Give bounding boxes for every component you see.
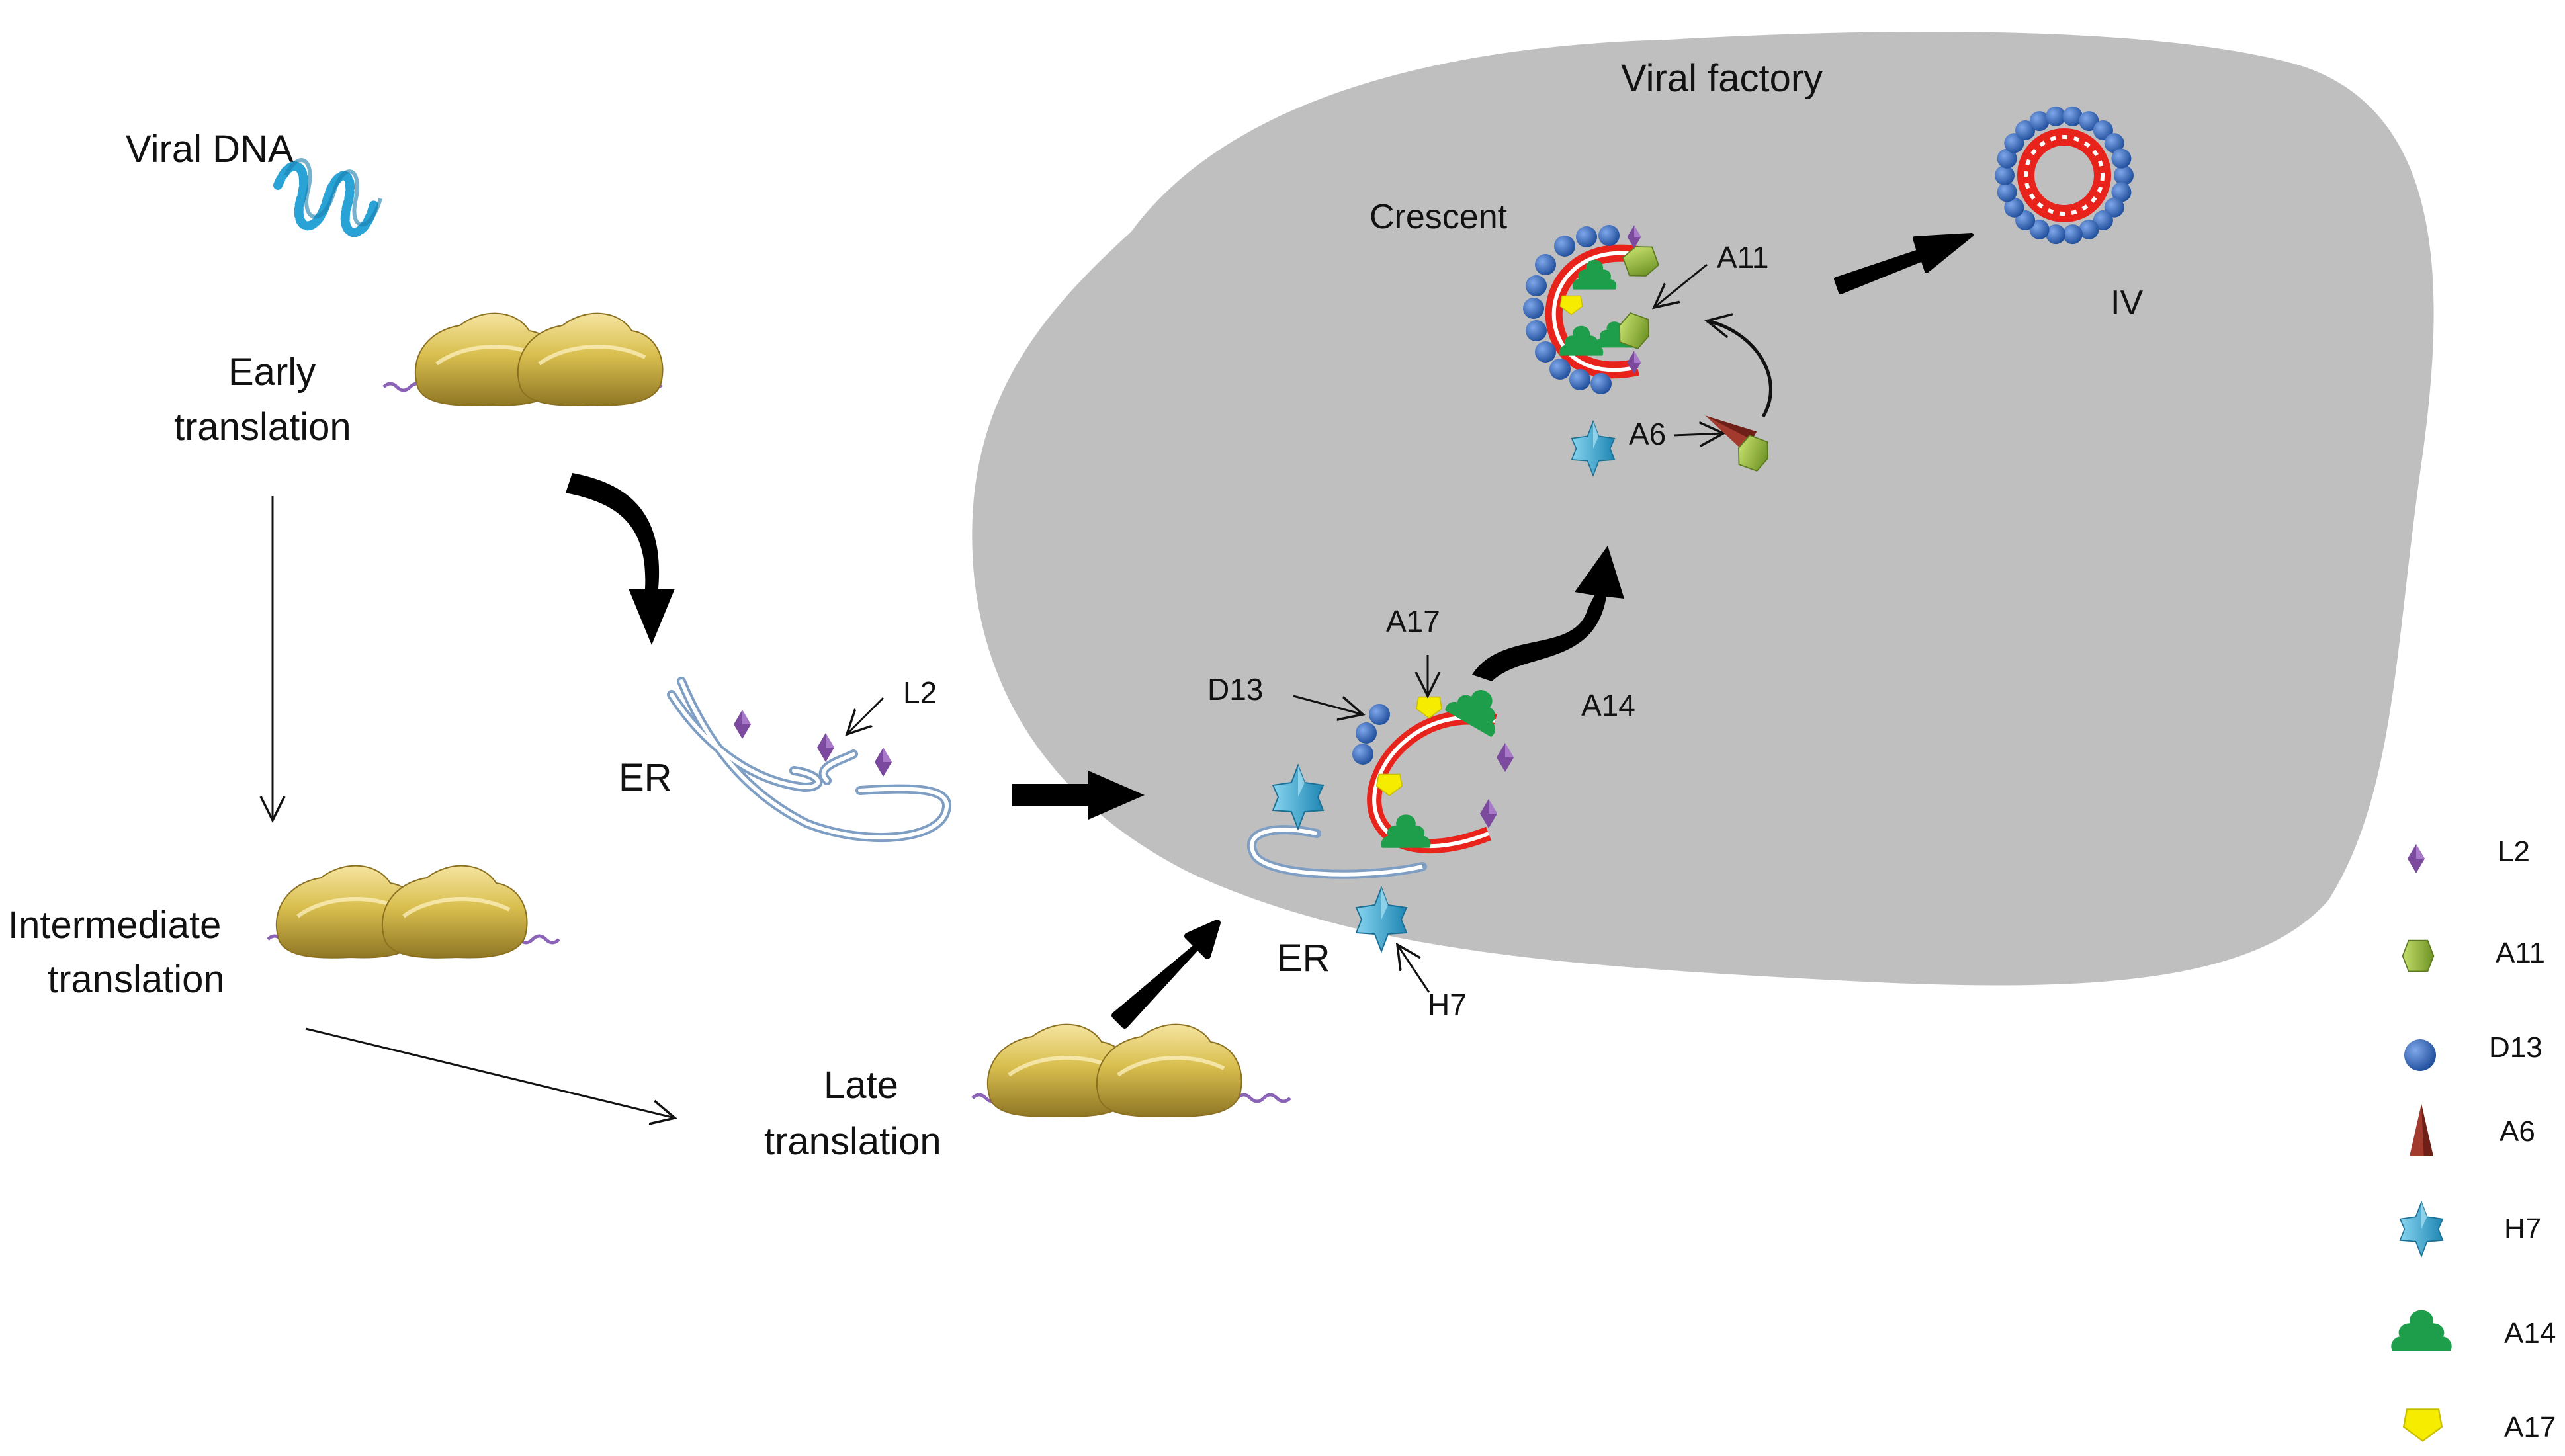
er-left-label: ER — [619, 756, 672, 799]
early-translation-label-line2: translation — [174, 406, 351, 449]
iv-d13-bead — [2079, 219, 2099, 239]
late-translation-label-line2: translation — [764, 1120, 941, 1163]
crescent-structure — [1545, 244, 1639, 379]
iv-d13-bead — [2029, 111, 2050, 132]
a11-pointer-label: A11 — [1717, 240, 1768, 275]
iv-immature-virion — [1995, 106, 2134, 245]
viral-factory-region — [972, 32, 2434, 986]
l2-pointer-label: L2 — [903, 675, 937, 710]
crescent-to-iv-thick-arrow — [1834, 233, 1974, 294]
l2-protein-icon — [875, 748, 892, 777]
viral-dna-label: Viral DNA — [126, 128, 294, 171]
ribosome-icon — [518, 314, 663, 406]
d13-protein-icon — [1356, 722, 1377, 744]
legend-a17-label: A17 — [2504, 1411, 2556, 1443]
legend-a14-label: A14 — [2504, 1317, 2556, 1349]
d13-protein-icon — [1352, 744, 1373, 765]
d13-pointer-label: D13 — [1207, 672, 1263, 707]
ribosome-icon — [1097, 1025, 1242, 1117]
a17-pointer-label: A17 — [1386, 604, 1440, 638]
intermediate-translation-label-line2: translation — [48, 958, 225, 1001]
legend-h7-icon — [2399, 1201, 2444, 1257]
legend-a6-icon — [2410, 1103, 2433, 1156]
viral-factory-label: Viral factory — [1621, 57, 1823, 100]
iv-d13-bead — [2104, 197, 2124, 218]
er-right-label: ER — [1277, 937, 1330, 980]
legend-d13-icon — [2404, 1039, 2436, 1071]
iv-d13-bead — [2062, 106, 2083, 126]
legend-a17-icon — [2402, 1408, 2443, 1442]
late-to-er-thick-arrow — [1111, 920, 1221, 1029]
d13-protein-icon — [1369, 704, 1390, 725]
legend-l2-label: L2 — [2498, 835, 2530, 868]
a6-to-crescent-curved-arrow — [1707, 321, 1772, 418]
legend-a11-icon — [2402, 939, 2435, 972]
forming-to-crescent-thick-arrow — [1472, 546, 1624, 681]
legend-a11-label: A11 — [2496, 937, 2545, 969]
forming-crescent — [1367, 710, 1497, 853]
er-to-factory-thick-arrow — [1012, 771, 1145, 820]
iv-d13-bead — [2046, 224, 2066, 245]
legend-a6-label: A6 — [2500, 1115, 2535, 1148]
crescent-label: Crescent — [1369, 198, 1508, 236]
iv-label: IV — [2110, 284, 2143, 322]
iv-d13-bead — [2015, 120, 2036, 140]
h7-pointer-label: H7 — [1428, 988, 1467, 1022]
iv-d13-bead — [2015, 210, 2036, 230]
l2-protein-icon — [734, 710, 751, 739]
a11-pointer-arrow — [1654, 263, 1708, 308]
iv-d13-bead — [2004, 197, 2024, 218]
iv-d13-bead — [1997, 182, 2017, 202]
iv-d13-bead — [2004, 133, 2024, 153]
legend-a14-icon — [2391, 1310, 2452, 1351]
iv-d13-bead — [1995, 165, 2015, 185]
ribosome-icon — [382, 866, 527, 958]
a6-pointer-arrow — [1673, 433, 1723, 435]
legend: L2 A11 D13 A6 H7 A14 A17 — [2391, 835, 2556, 1443]
late-translation-label-line1: Late — [824, 1064, 898, 1107]
l2-protein-icon — [817, 733, 834, 762]
early-to-er-thick-arrow — [566, 473, 675, 645]
iv-d13-bead — [2093, 210, 2113, 230]
iv-d13-bead — [1997, 148, 2017, 169]
h7-pointer-arrow — [1397, 945, 1430, 993]
iv-d13-bead — [2062, 224, 2083, 245]
legend-h7-label: H7 — [2504, 1213, 2541, 1245]
early-translation-label-line1: Early — [228, 351, 316, 394]
iv-d13-bead — [2093, 120, 2113, 140]
iv-d13-bead — [2046, 106, 2066, 126]
a6-pointer-label: A6 — [1629, 417, 1666, 451]
viral-dna-icon — [273, 158, 382, 237]
legend-l2-icon — [2408, 844, 2425, 873]
intermediate-translation-label-line1: Intermediate — [8, 904, 221, 947]
iv-d13-bead — [2111, 148, 2132, 169]
iv-d13-bead — [2029, 219, 2050, 239]
iv-d13-bead — [2111, 182, 2132, 202]
intermediate-to-late-arrow — [305, 1027, 675, 1118]
iv-d13-bead — [2114, 165, 2134, 185]
legend-d13-label: D13 — [2489, 1031, 2543, 1064]
l2-pointer-arrow — [847, 697, 885, 734]
iv-d13-bead — [2079, 111, 2099, 132]
a14-label: A14 — [1581, 688, 1635, 722]
d13-pointer-arrow — [1293, 695, 1363, 714]
iv-d13-bead — [2104, 133, 2124, 153]
